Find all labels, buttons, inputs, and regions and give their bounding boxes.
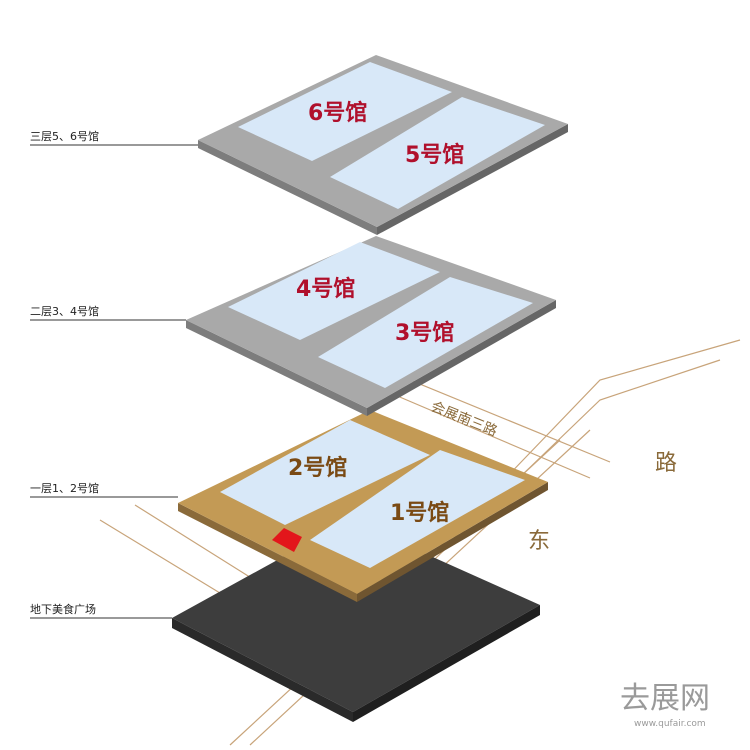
hall-label-1: 1号馆 bbox=[390, 500, 449, 526]
basement-side-right bbox=[353, 605, 540, 722]
floor2-slab bbox=[186, 236, 556, 408]
floor-3 bbox=[198, 55, 568, 235]
hall-label-3: 3号馆 bbox=[395, 320, 454, 346]
hall-6-floor bbox=[238, 62, 452, 161]
floor1-side-left bbox=[178, 503, 357, 602]
hall-label-6: 6号馆 bbox=[308, 100, 367, 126]
hall-5-floor bbox=[330, 97, 545, 209]
floor-1 bbox=[178, 410, 548, 602]
hall-4-floor bbox=[228, 242, 440, 340]
floor-label-3: 三层5、6号馆 bbox=[30, 129, 99, 143]
road-label-huizhan-south-3: 会展南三路 bbox=[429, 399, 500, 440]
basement-side-left bbox=[172, 618, 353, 722]
hall-label-4: 4号馆 bbox=[296, 276, 355, 302]
floor-label-2: 二层3、4号馆 bbox=[30, 304, 99, 318]
watermark-logo-text: 去展网 bbox=[620, 681, 710, 716]
floor-label-1: 一层1、2号馆 bbox=[30, 481, 99, 495]
floor3-side-left bbox=[198, 140, 377, 235]
hall-label-5: 5号馆 bbox=[405, 142, 464, 168]
entrance-marker bbox=[272, 528, 302, 552]
basement-slab bbox=[172, 520, 540, 712]
hall-2-floor bbox=[220, 420, 430, 525]
watermark-url: www.qufair.com bbox=[634, 719, 706, 729]
floor-basement bbox=[172, 520, 540, 722]
hall-3-floor bbox=[318, 277, 533, 388]
hall-label-2: 2号馆 bbox=[288, 455, 347, 481]
floor1-side-right bbox=[357, 482, 548, 602]
road-char-lu: 路 bbox=[655, 451, 677, 476]
road-edge-3 bbox=[394, 394, 591, 479]
floor-label-basement: 地下美食广场 bbox=[30, 602, 96, 616]
floor3-side-right bbox=[377, 124, 568, 235]
floor2-side-left bbox=[186, 320, 367, 416]
road-char-dong: 东 bbox=[528, 529, 550, 554]
road-edge-4 bbox=[409, 379, 611, 463]
floor3-slab bbox=[198, 55, 568, 227]
floor-2 bbox=[186, 236, 556, 416]
floor2-side-right bbox=[367, 300, 556, 416]
hall-1-floor bbox=[310, 450, 525, 568]
